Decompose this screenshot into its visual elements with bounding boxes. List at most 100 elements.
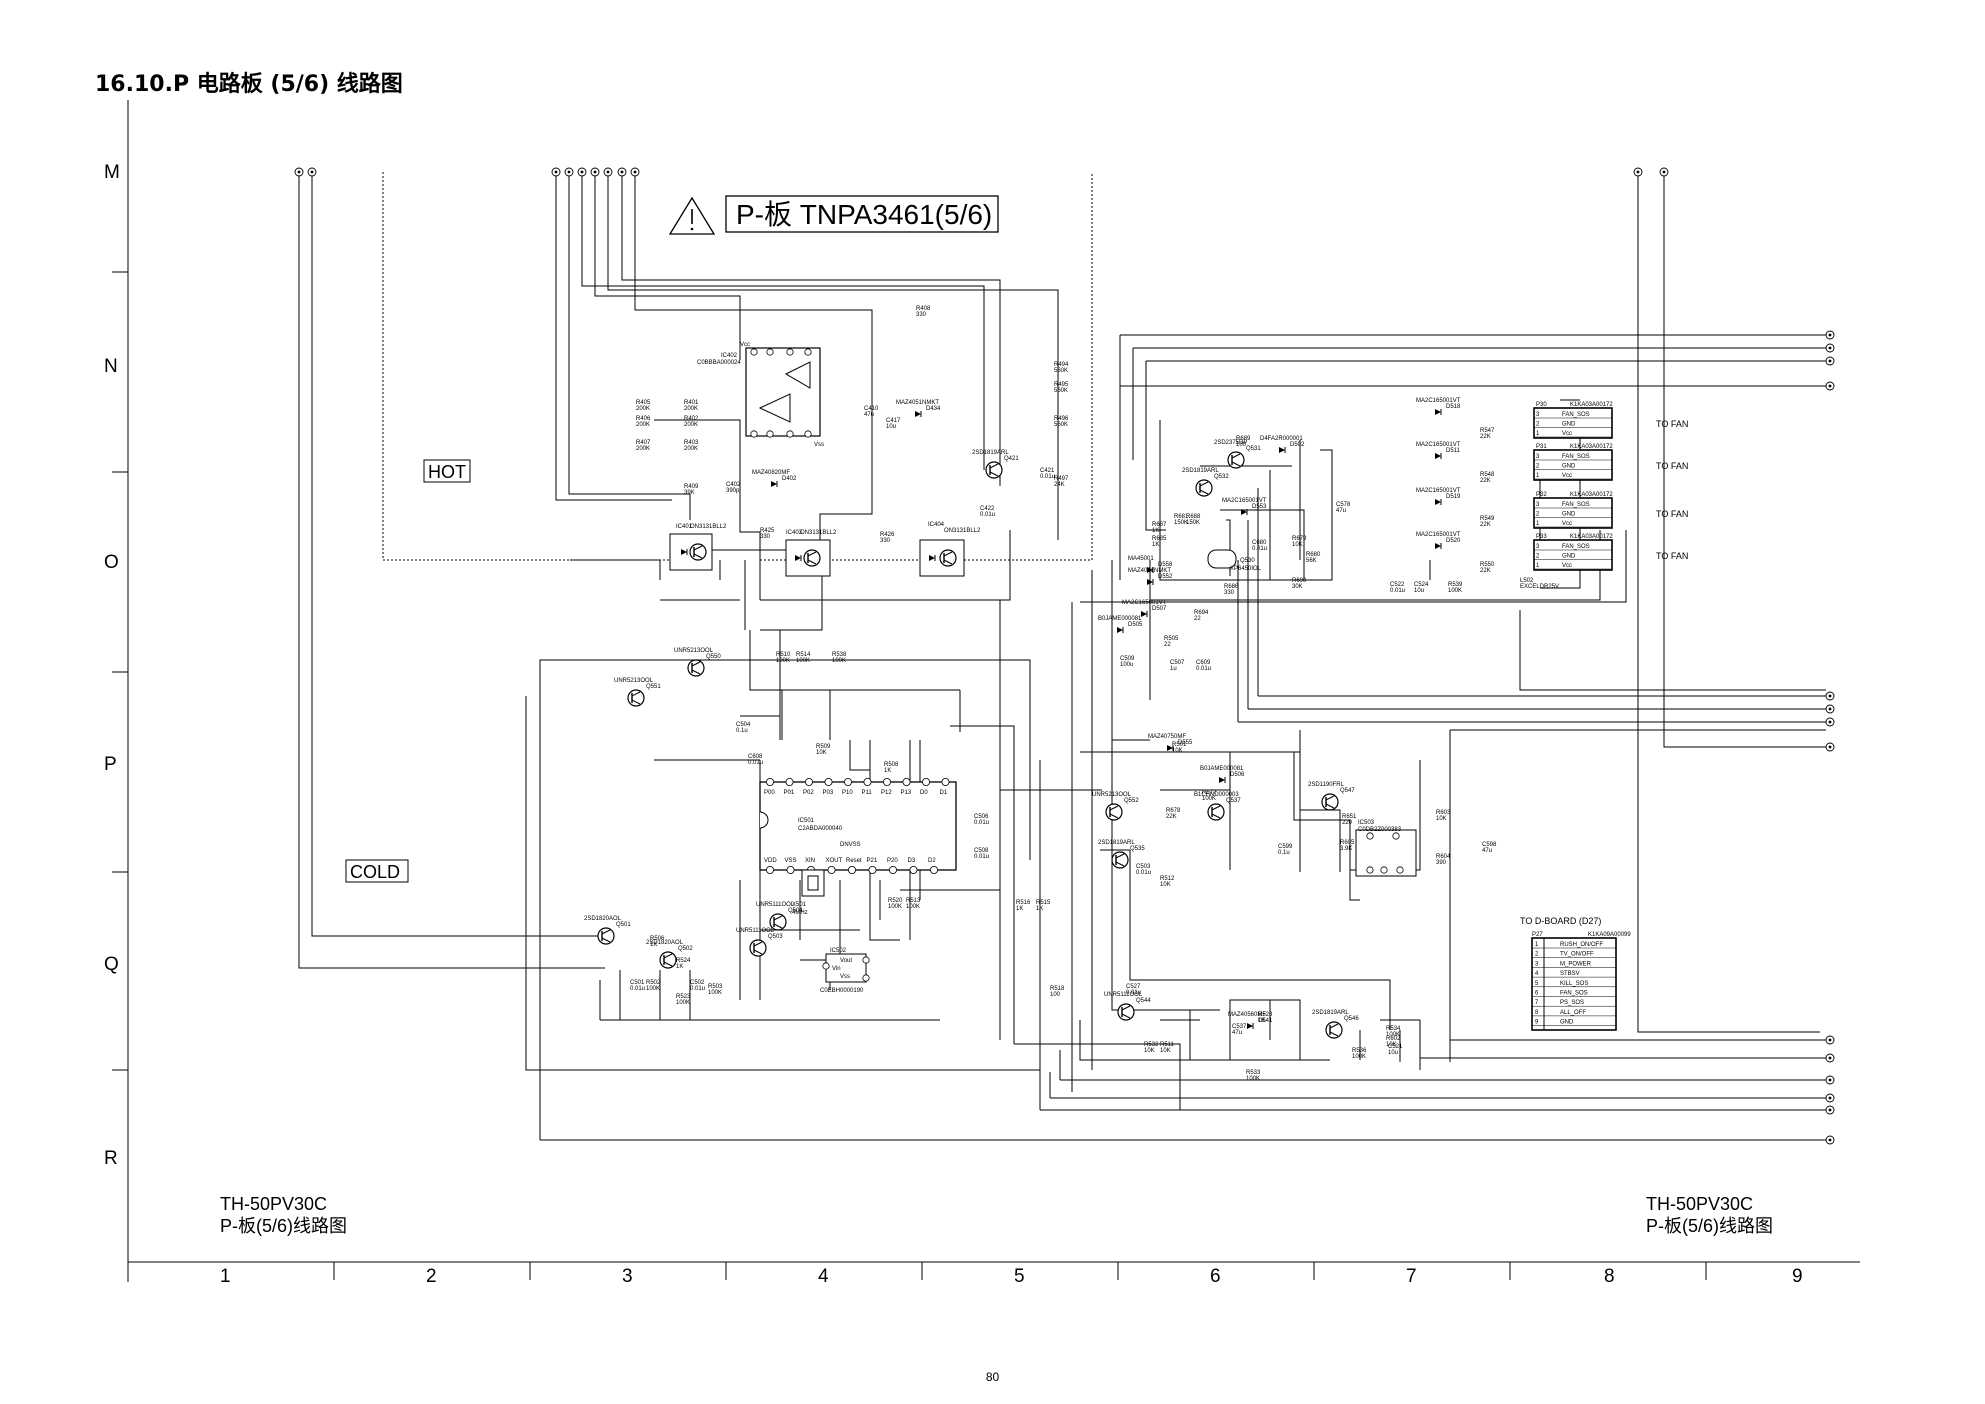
svg-text:EXCELDR25V: EXCELDR25V <box>1520 584 1559 590</box>
resistor-value: 560K <box>1054 422 1068 428</box>
transistor-ref: Q531 <box>1246 446 1261 452</box>
resistor-ref: R495 <box>1054 382 1069 388</box>
dboard-pin-label: M_POWER <box>1560 961 1592 967</box>
ic402-part: C0BBBA000024 <box>697 360 741 366</box>
grid-column-label: 2 <box>426 1266 437 1287</box>
resistor-ref: R406 <box>636 416 651 422</box>
resistor-value: 22K <box>1480 478 1491 484</box>
resistor-ref: R686 <box>1224 584 1239 590</box>
grid-row-label: R <box>104 1148 118 1169</box>
diode-ref: D553 <box>1252 504 1267 510</box>
resistor-value: 10K <box>1144 1048 1155 1054</box>
capacitor-value: 0.01u <box>1040 474 1055 480</box>
model-left-line1: TH-50PV30C <box>220 1194 327 1214</box>
photocoupler-ic403: IC403 ON3131BLL2 <box>785 530 837 577</box>
resistor-value: 100K <box>1386 1032 1400 1038</box>
resistor-ref: R548 <box>1480 472 1495 478</box>
transistor-part: UNR5111OOL <box>736 928 775 934</box>
resistor-ref: R688 <box>1186 514 1201 520</box>
capacitor-ref: C504 <box>736 722 751 728</box>
resistor-value: 10K <box>1292 542 1303 548</box>
resistor-value: 10K <box>1386 1042 1397 1048</box>
svg-text:1: 1 <box>1536 521 1540 527</box>
resistor-value: 220 <box>1342 820 1353 826</box>
svg-text:C2ABDA000040: C2ABDA000040 <box>798 826 843 832</box>
page-number: 80 <box>985 1370 1000 1384</box>
resistor-value: 200K <box>684 406 698 412</box>
grid-column-label: 5 <box>1014 1266 1025 1287</box>
diode-ref: D519 <box>1446 494 1461 500</box>
svg-text:1: 1 <box>1536 473 1540 479</box>
transistor-part: 2SD1819ARL <box>1312 1010 1349 1016</box>
fan-note: TO FAN <box>1656 419 1688 429</box>
fan-pin-label: Vcc <box>1562 521 1572 527</box>
resistor-ref: R539 <box>1448 582 1463 588</box>
resistor-ref: R524 <box>676 958 691 964</box>
capacitor-ref: C599 <box>1278 844 1293 850</box>
warning-triangle-icon <box>668 196 716 235</box>
diode-part: MA2C165001VT <box>1222 498 1267 504</box>
resistor-value: 100K <box>796 658 810 664</box>
ic501-pin-label: VSS <box>785 858 797 864</box>
dboard-pin-label: PS_SOS <box>1560 1000 1584 1006</box>
resistor-ref: R402 <box>684 416 699 422</box>
svg-text:2: 2 <box>1536 464 1540 470</box>
resistor-ref: R515 <box>1036 900 1051 906</box>
fan-connector-ref: P30 <box>1536 402 1547 408</box>
capacitor-ref: C509 <box>1120 656 1135 662</box>
capacitor-ref: C503 <box>1136 864 1151 870</box>
capacitor-ref: C502 <box>690 980 705 986</box>
svg-text:IC401: IC401 <box>676 524 693 530</box>
ic501-pin-label: D1 <box>940 790 948 796</box>
grid-row-label: Q <box>104 954 119 975</box>
diode-ref: D402 <box>782 476 797 482</box>
svg-text:K1KA09A00099: K1KA09A00099 <box>1588 932 1631 938</box>
dboard-pin-label: ALL_OFF <box>1560 1010 1586 1016</box>
dboard-title: TO D-BOARD (D27) <box>1520 916 1601 926</box>
model-left-line2: P-板(5/6)线路图 <box>220 1216 347 1236</box>
fan-note: TO FAN <box>1656 461 1688 471</box>
diode-ref: D558 <box>1158 562 1173 568</box>
resistor-ref: R532 <box>1144 1042 1159 1048</box>
ic501-pin-label: XOUT <box>826 858 843 864</box>
ic501-pin-label: P01 <box>784 790 795 796</box>
fan-connector-ref: P31 <box>1536 444 1547 450</box>
resistor-ref: R407 <box>636 440 651 446</box>
resistor-value: 1K <box>1016 906 1023 912</box>
resistor-value: 22 <box>1164 642 1171 648</box>
capacitor-ref: C609 <box>1196 660 1211 666</box>
diode-part: MAZ40820MF <box>752 470 790 476</box>
fan-pin-label: GND <box>1562 512 1576 518</box>
resistor-value: 100K <box>676 1000 690 1006</box>
resistor-ref: R679 <box>1292 536 1307 542</box>
capacitor-value: 0.01u <box>690 986 705 992</box>
diode-part: MA2C165001VT <box>1416 488 1461 494</box>
fan-pin-label: FAN_SOS <box>1562 412 1590 418</box>
resistor-value: 560K <box>1054 388 1068 394</box>
diode-part: B0JAME000081 <box>1200 766 1244 772</box>
dboard-pin-label: KILL_SOS <box>1560 981 1588 987</box>
hot-area-label: HOT <box>428 462 466 482</box>
resistor-value: 200K <box>636 446 650 452</box>
resistor-value: 100K <box>708 990 722 996</box>
diode-ref: D434 <box>926 406 941 412</box>
transistor-part: UNR5111OOL <box>1104 992 1143 998</box>
